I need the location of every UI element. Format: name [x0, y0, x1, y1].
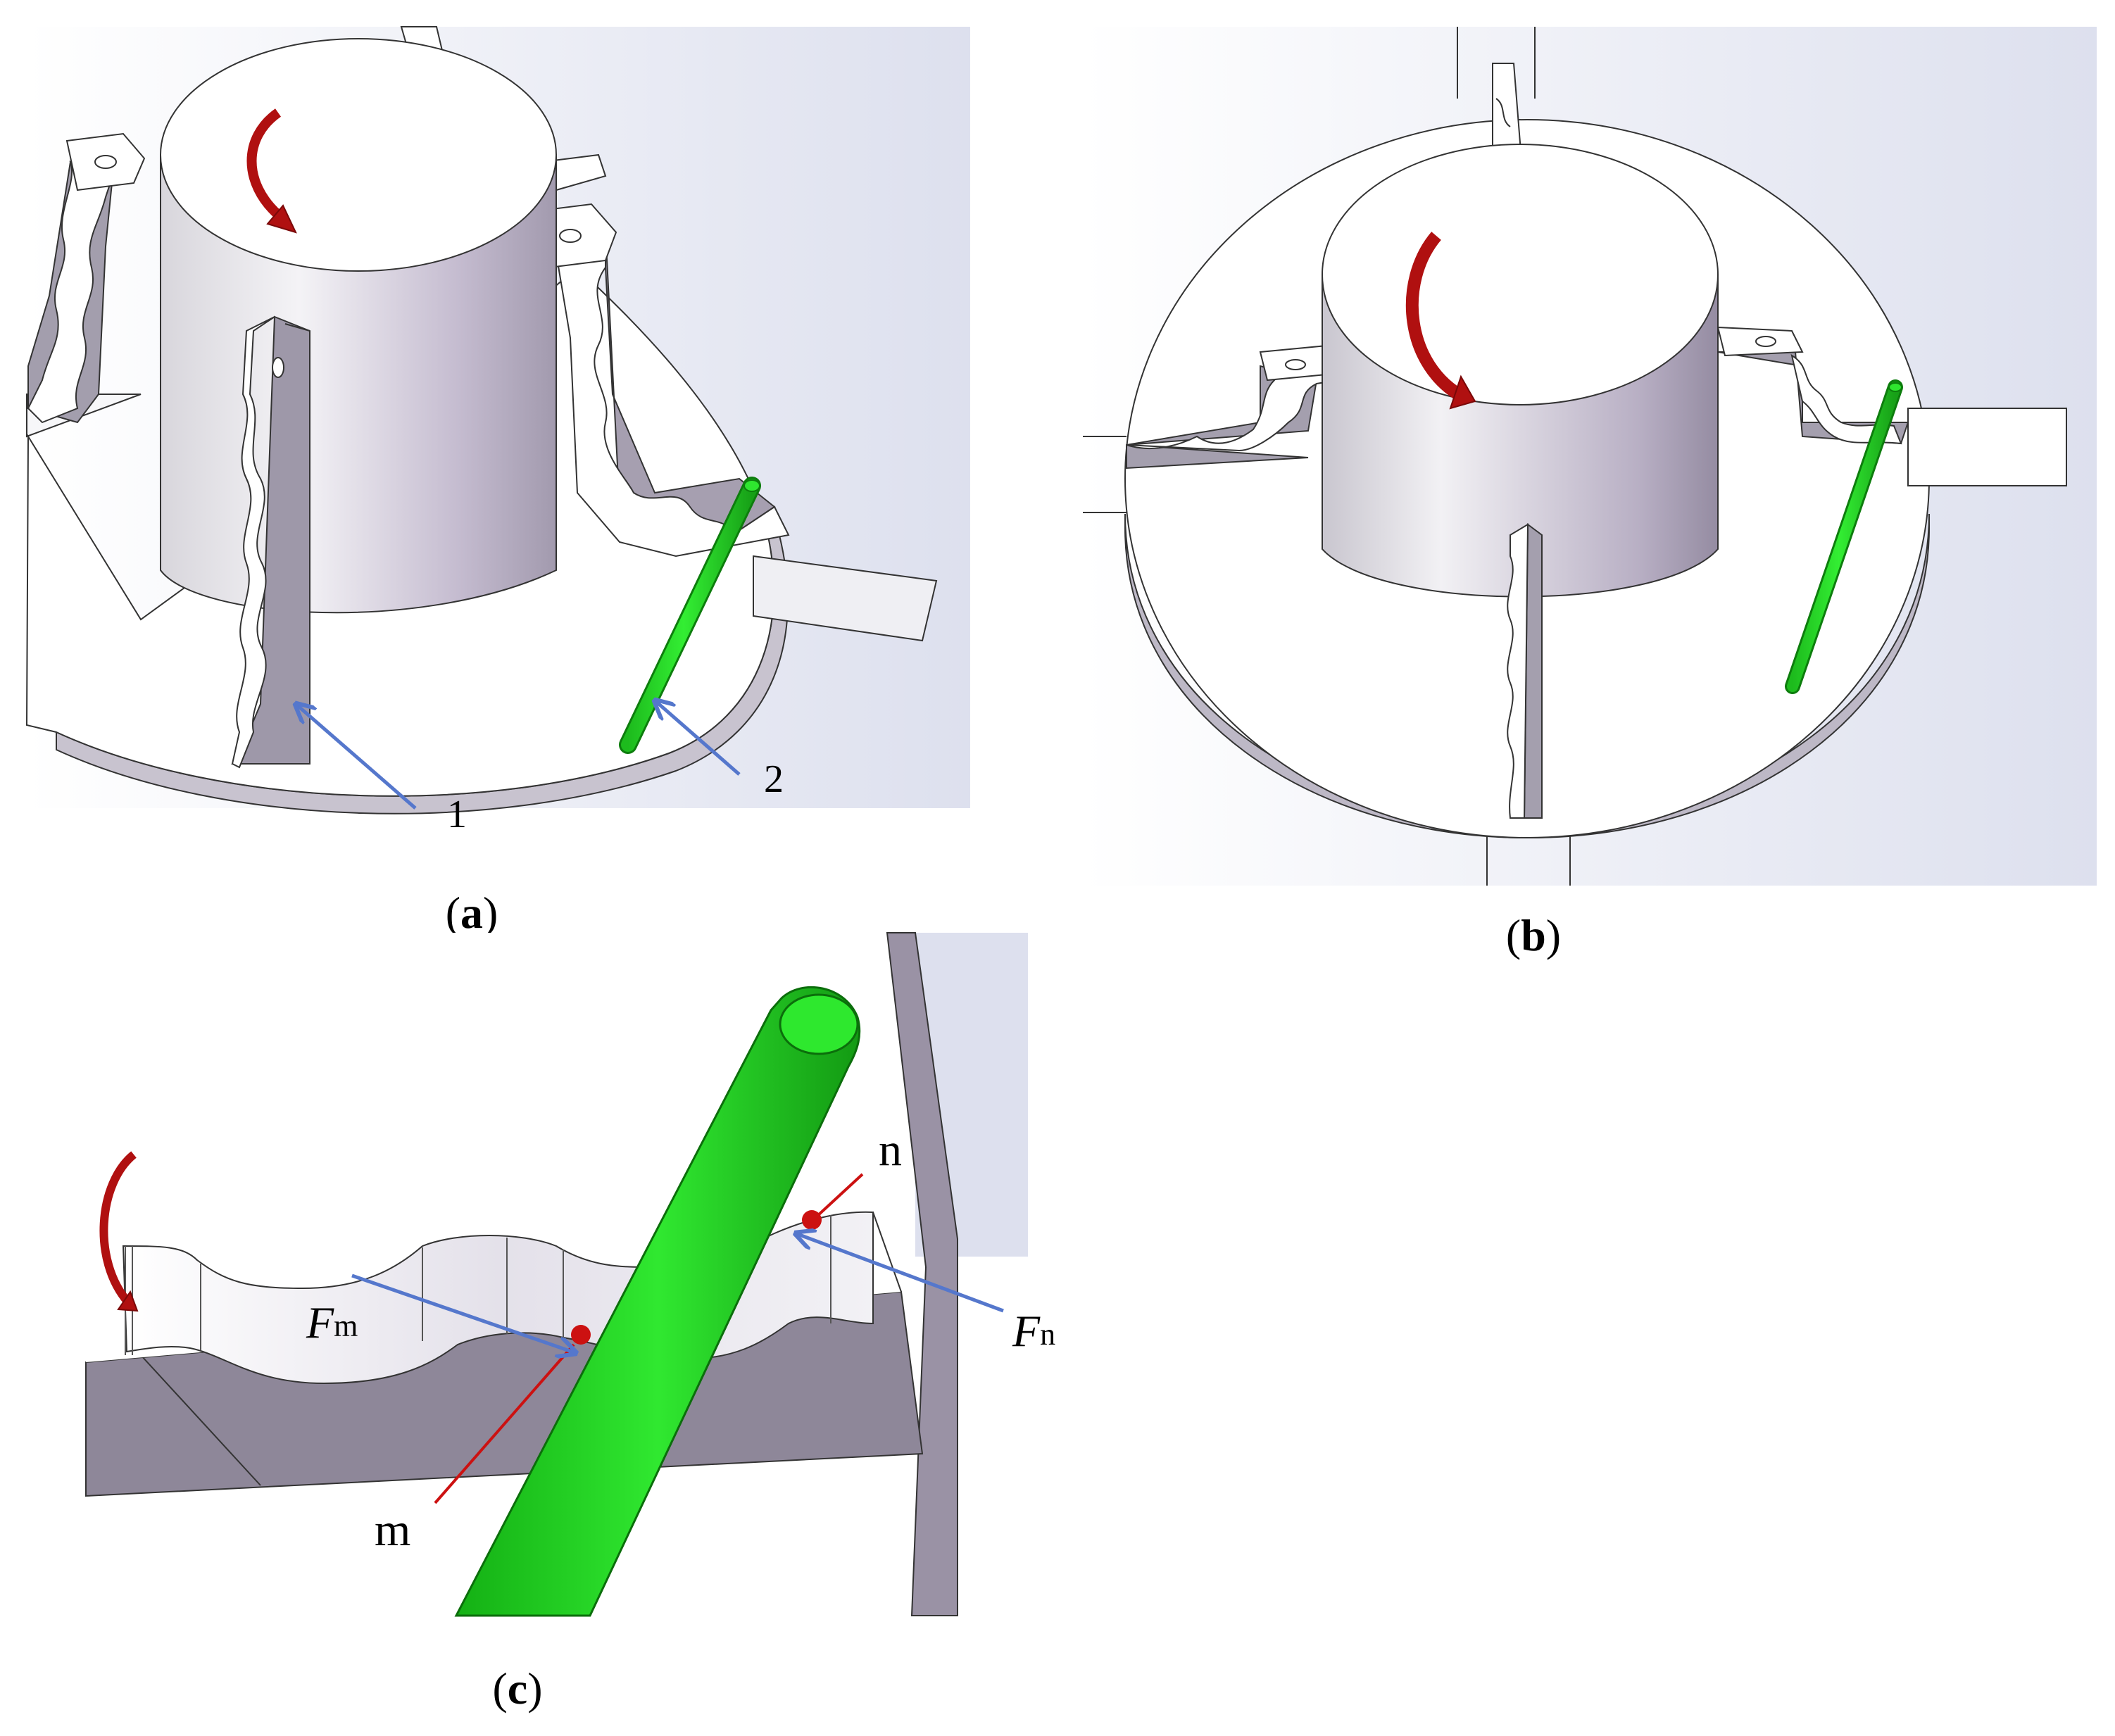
- front-rack-b: [1507, 523, 1543, 819]
- panel-a: 1 2 (a): [25, 26, 970, 938]
- force-label-m: Fm: [306, 1297, 358, 1347]
- front-rack: [231, 315, 310, 769]
- strip-right-b: [1907, 408, 2067, 486]
- left-rack: [27, 132, 146, 424]
- caption-a: (a): [446, 888, 498, 938]
- rod-c: [454, 986, 861, 1617]
- leader-m: [434, 1343, 575, 1504]
- cylinder-top: [160, 38, 557, 272]
- left-rack-b: [1126, 344, 1343, 470]
- rod-a: [619, 477, 761, 754]
- force-arrow-m: [351, 1273, 576, 1353]
- rotation-arrow-b: [1405, 232, 1468, 403]
- rod-b: [1785, 379, 1903, 694]
- point-label-m: m: [375, 1504, 410, 1556]
- central-cylinder: [160, 38, 557, 614]
- callout-label-2: 2: [764, 757, 784, 801]
- rotation-arrow-c: [99, 1151, 137, 1305]
- contact-point-m: [571, 1325, 591, 1345]
- side-plate-c: [886, 932, 958, 1616]
- force-label-n: Fn: [1012, 1306, 1055, 1356]
- leader-n: [815, 1173, 864, 1218]
- force-arrow-n: [796, 1233, 1004, 1313]
- point-label-n: n: [879, 1124, 902, 1176]
- caption-c: (c): [492, 1663, 542, 1713]
- caption-b: (b): [1506, 910, 1561, 960]
- callout-label-1: 1: [447, 793, 467, 836]
- callout-arrow-2: [655, 700, 741, 776]
- rotation-arrow-a: [246, 108, 282, 219]
- callout-arrow-1: [296, 704, 417, 810]
- strip-right: [753, 555, 938, 642]
- rack-c: [85, 1211, 924, 1497]
- panel-c: m n Fm Fn (c): [84, 932, 1055, 1713]
- panel-b: (b): [1083, 27, 2097, 960]
- cylinder-top-b: [1322, 144, 1719, 405]
